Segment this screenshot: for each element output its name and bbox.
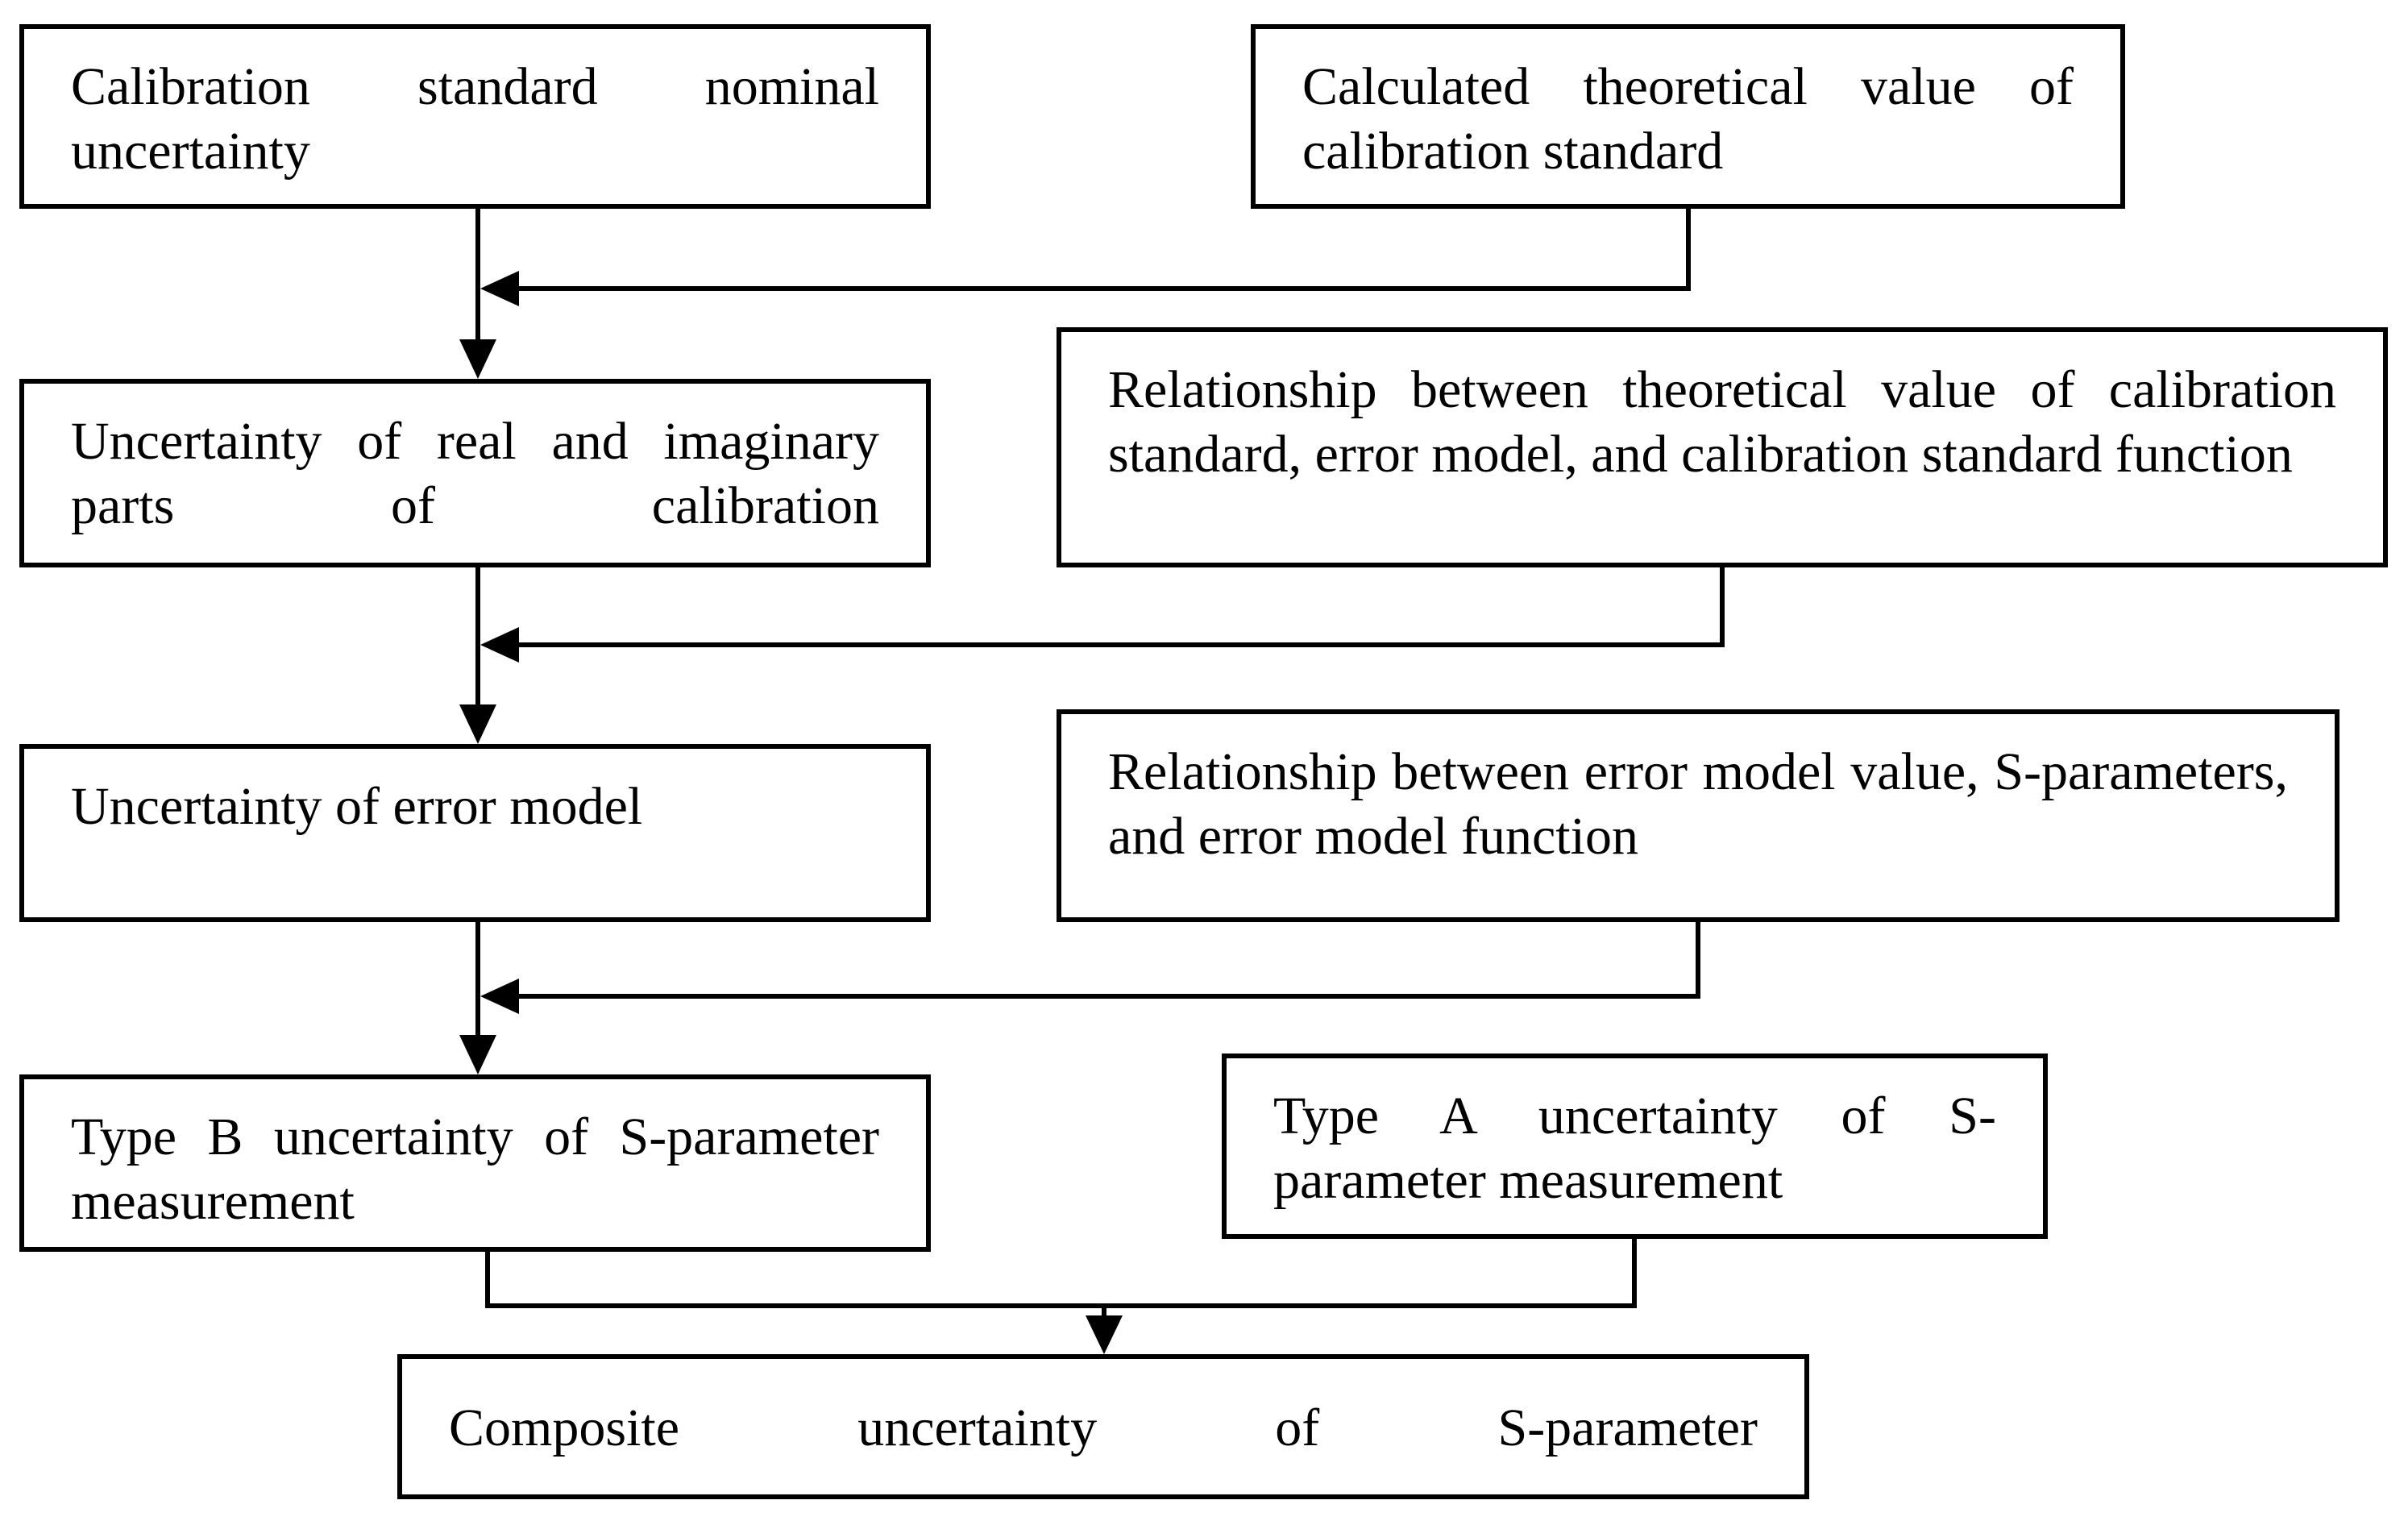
connector-relationship-error-model-to-spine <box>513 919 1700 999</box>
arrowhead-to-composite <box>1086 1315 1123 1354</box>
type-b-uncertainty-box: Type B uncertainty of S-parameter measur… <box>19 1074 931 1252</box>
arrowhead-to-type-b <box>459 1035 496 1074</box>
composite-uncertainty-text: Composite uncertainty of S-parameter <box>449 1398 1758 1457</box>
type-a-uncertainty-box: Type A uncertainty of S-parameter measur… <box>1222 1053 2048 1239</box>
nominal-uncertainty-box: Calibration standard nominal uncertainty <box>19 24 931 209</box>
arrowhead-to-real-imaginary <box>459 339 496 379</box>
relationship-error-model-box: Relationship between error model value, … <box>1057 709 2339 922</box>
relationship-calibration-text: Relationship between theoretical value o… <box>1108 360 2336 484</box>
type-a-uncertainty-text: Type A uncertainty of S-parameter measur… <box>1273 1087 1996 1210</box>
composite-uncertainty-box: Composite uncertainty of S-parameter <box>397 1354 1809 1499</box>
connector-theoretical-to-spine <box>513 206 1691 291</box>
error-model-uncertainty-box: Uncertainty of error model <box>19 744 931 922</box>
arrowhead-relationship-error-model-into-spine <box>480 979 519 1014</box>
arrowhead-relationship-calibration-into-spine <box>480 627 519 663</box>
theoretical-value-box: Calculated theoretical value of calibrat… <box>1251 24 2125 209</box>
connector-type-b-to-composite <box>485 1249 1106 1324</box>
error-model-uncertainty-text: Uncertainty of error model <box>71 777 643 836</box>
relationship-error-model-text: Relationship between error model value, … <box>1108 742 2288 866</box>
theoretical-value-text: Calculated theoretical value of calibrat… <box>1302 57 2074 181</box>
connector-relationship-calibration-to-spine <box>513 564 1725 647</box>
nominal-uncertainty-text: Calibration standard nominal uncertainty <box>71 57 879 181</box>
arrowhead-theoretical-into-spine <box>480 271 519 306</box>
relationship-calibration-box: Relationship between theoretical value o… <box>1057 327 2388 567</box>
real-imaginary-uncertainty-box: Uncertainty of real and imaginary parts … <box>19 379 931 567</box>
arrowhead-to-error-model <box>459 704 496 744</box>
type-b-uncertainty-text: Type B uncertainty of S-parameter measur… <box>71 1108 879 1231</box>
real-imaginary-uncertainty-text: Uncertainty of real and imaginary parts … <box>71 412 879 535</box>
connector-type-a-to-composite <box>1102 1236 1637 1308</box>
